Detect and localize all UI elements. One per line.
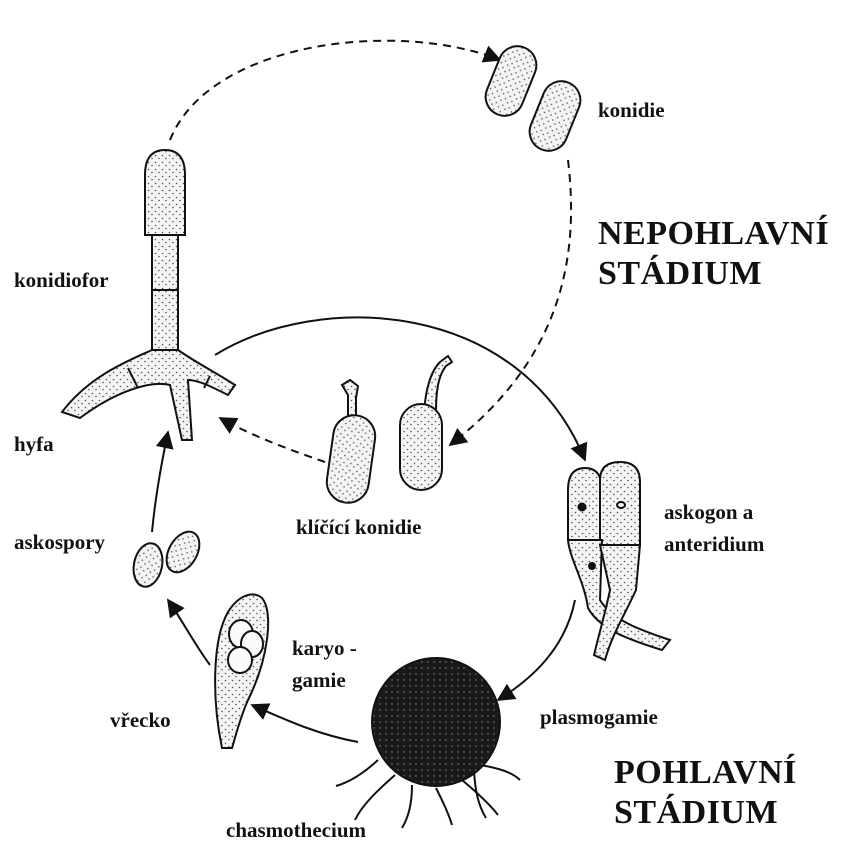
karyogamie-label-line2: gamie <box>292 668 346 692</box>
chasmothecium-illustration <box>336 658 520 828</box>
askospory-label: askospory <box>14 530 105 554</box>
asexual-stage-title-line1: NEPOHLAVNÍ <box>598 216 829 252</box>
askogon-label-line1: askogon a <box>664 500 753 524</box>
karyogamie-label-line1: karyo - <box>292 636 357 660</box>
conidia-illustration <box>480 41 586 157</box>
ascus-illustration <box>215 594 268 748</box>
chasmothecium-to-ascus-arrow <box>252 705 358 742</box>
conidia-to-germination-arrow <box>450 160 571 445</box>
klicici-konidie-label: klíčící konidie <box>296 515 421 539</box>
konidie-label: konidie <box>598 98 665 122</box>
konidiofor-label: konidiofor <box>14 268 109 292</box>
asexual-stage-title-line2: STÁDIUM <box>598 256 762 292</box>
askogon-to-chasmothecium-arrow <box>498 600 575 700</box>
plasmogamie-label: plasmogamie <box>540 705 658 729</box>
askogon-label-line2: anteridium <box>664 532 764 556</box>
hyfa-label: hyfa <box>14 432 54 456</box>
conidiofor-to-conidia-arrow <box>170 41 500 140</box>
askogon-anteridium-illustration <box>568 462 670 660</box>
conidiofor-illustration <box>62 150 235 440</box>
germinating-conidia-illustration <box>324 356 452 505</box>
ascospores-to-hypha-arrow <box>152 432 168 532</box>
vrecko-label: vřecko <box>110 708 171 732</box>
ascus-to-ascospores-arrow <box>168 600 210 665</box>
chasmothecium-label: chasmothecium <box>226 818 366 842</box>
sexual-stage-title-line2: STÁDIUM <box>614 795 778 831</box>
sexual-stage-title-line1: POHLAVNÍ <box>614 755 797 791</box>
ascospores-illustration <box>130 526 206 589</box>
germination-to-hypha-arrow <box>220 418 325 462</box>
